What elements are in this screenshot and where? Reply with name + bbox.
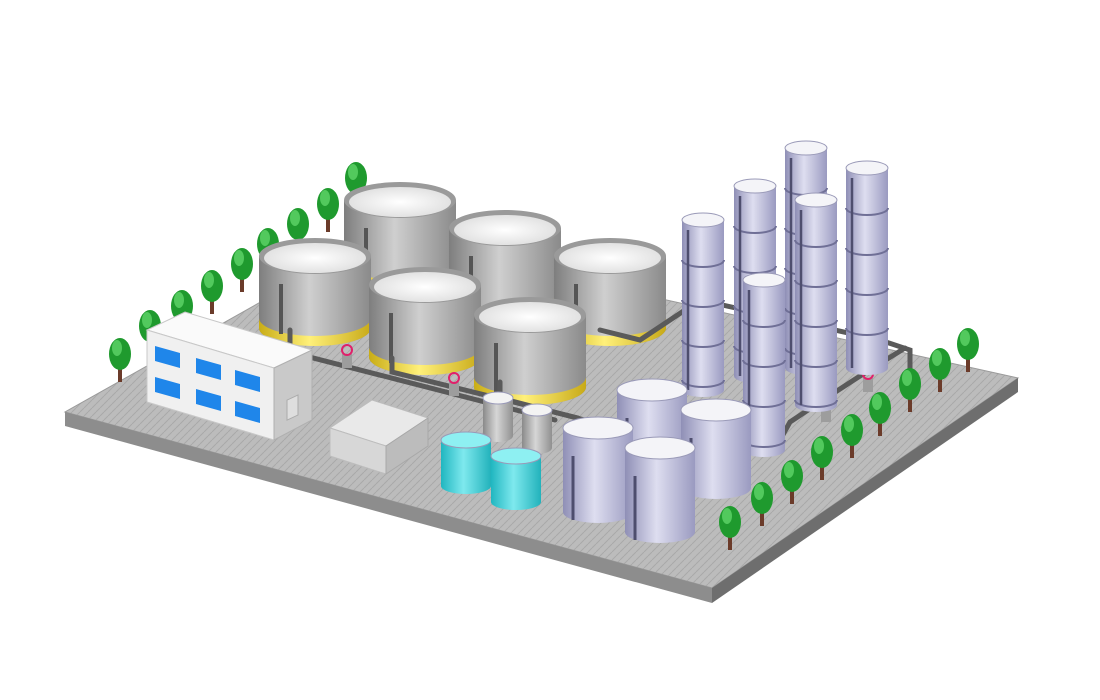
process-equipment xyxy=(440,140,889,543)
storage-tank-group xyxy=(259,182,666,405)
storage-tank xyxy=(369,267,481,375)
small-cylinder xyxy=(482,391,514,442)
tree xyxy=(929,348,951,392)
distillation-column xyxy=(794,192,838,412)
tree xyxy=(201,270,223,314)
tree xyxy=(751,482,773,526)
tree xyxy=(109,338,131,382)
tree xyxy=(869,392,891,436)
valve xyxy=(448,372,460,396)
tree xyxy=(719,506,741,550)
teal-tank xyxy=(490,447,542,510)
tree xyxy=(231,248,253,292)
tree-row-front xyxy=(109,328,979,550)
office-building xyxy=(145,311,314,441)
utility-block xyxy=(328,399,430,475)
distillation-column xyxy=(681,212,725,397)
tree xyxy=(841,414,863,458)
teal-tank xyxy=(440,431,492,494)
tree xyxy=(781,460,803,504)
storage-tank xyxy=(474,297,586,405)
tree xyxy=(957,328,979,372)
tree xyxy=(317,188,339,232)
medium-tank xyxy=(562,416,634,523)
storage-tank xyxy=(259,238,371,346)
medium-tank xyxy=(680,398,752,499)
valve xyxy=(341,344,353,368)
medium-tank xyxy=(624,436,696,543)
distillation-column xyxy=(845,160,889,375)
window-group xyxy=(155,346,260,423)
tree xyxy=(899,368,921,412)
tree xyxy=(811,436,833,480)
small-cylinder xyxy=(521,403,553,454)
distillation-column xyxy=(742,272,786,457)
